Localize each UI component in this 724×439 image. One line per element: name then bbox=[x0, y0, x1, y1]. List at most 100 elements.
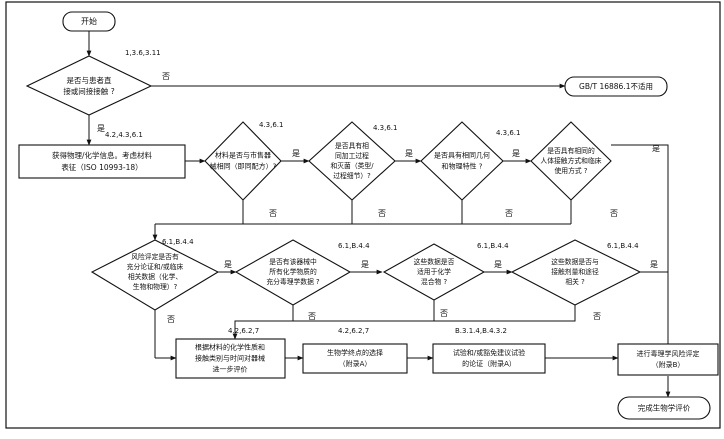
node-line-start-0: 开始 bbox=[81, 16, 97, 26]
ref-r1: 1,3.6,3.11 bbox=[125, 49, 161, 57]
node-line-b4-1: （附录B） bbox=[652, 360, 685, 369]
node-line-d8-2: 混合物 ? bbox=[421, 277, 448, 286]
node-text-end: 完成生物学评价 bbox=[638, 403, 691, 413]
label-yes-7: 是 bbox=[361, 260, 369, 269]
node-line-b1-0: 根据材料的化学性质和 bbox=[195, 343, 265, 352]
node-text-b2: 生物学终点的选择 （附录A） bbox=[327, 348, 383, 368]
ref-r11: 4.2,6.2,7 bbox=[338, 327, 369, 335]
node-line-d8-1: 适用于化学 bbox=[417, 267, 451, 276]
node-text-d3: 是否具有相同加工过程和灭菌（类型/过程细节）? bbox=[330, 141, 374, 180]
ref-r5: 4.3,6.1 bbox=[496, 129, 521, 137]
ref-r12: B.3.1.4,B.4.3.2 bbox=[455, 327, 507, 335]
label-yes-3: 是 bbox=[405, 149, 413, 158]
node-line-b4-0: 进行毒理学风险评定 bbox=[637, 349, 700, 358]
label-no-7: 否 bbox=[308, 312, 316, 321]
node-text-info: 获得物理/化学信息。考虑材料表征（ISO 10993-18） bbox=[52, 150, 153, 172]
label-no-2: 否 bbox=[269, 209, 277, 218]
node-line-end-0: 完成生物学评价 bbox=[638, 403, 691, 413]
ref-r4: 4.3,6.1 bbox=[373, 124, 398, 132]
node-line-d7-2: 充分毒理学数据 ? bbox=[266, 277, 320, 286]
label-no-4: 否 bbox=[505, 209, 513, 218]
further-evaluation-box bbox=[175, 338, 286, 379]
node-line-d6-3: 生物和物理）? bbox=[133, 282, 178, 291]
node-line-d5-2: 使用方式 ? bbox=[555, 166, 588, 175]
node-line-info-1: 表征（ISO 10993-18） bbox=[61, 162, 142, 172]
node-line-b1-2: 进一步评价 bbox=[213, 366, 248, 374]
label-yes-1: 是 bbox=[97, 124, 105, 133]
node-line-d3-2: 和灭菌（类型/ bbox=[330, 161, 374, 170]
outer-frame bbox=[5, 1, 721, 429]
label-yes-4: 是 bbox=[512, 149, 520, 158]
node-text-b3: 试验和/或豁免建议试验的论证（附录A） bbox=[453, 348, 525, 368]
decision-same-geometry bbox=[420, 121, 504, 201]
start-terminal bbox=[62, 11, 116, 32]
node-text-b1: 根据材料的化学性质和接触类别与时间对器械进一步评价 bbox=[195, 343, 265, 374]
ref-r10: 4.2,6.2,7 bbox=[228, 327, 259, 335]
node-line-d2-0: 材料是否与市售器 bbox=[215, 151, 271, 160]
node-text-d8: 这些数据是否适用于化学混合物 ? bbox=[414, 257, 455, 286]
node-text-d4: 是否具有相同几何和物理特性 ? bbox=[434, 151, 490, 171]
label-no-3: 否 bbox=[378, 209, 386, 218]
decision-same-contact bbox=[530, 121, 612, 201]
label-no-8: 否 bbox=[440, 309, 448, 318]
node-line-d4-0: 是否具有相同几何 bbox=[434, 151, 490, 160]
gbt-not-applicable-box bbox=[564, 76, 668, 97]
node-text-d1: 是否与患者直接或间接接触 ? bbox=[63, 75, 114, 96]
node-text-d5: 是否具有相同的人体接触方式和临床使用方式 ? bbox=[540, 146, 601, 175]
node-line-d7-0: 是否有该器械中 bbox=[269, 257, 317, 266]
label-no-5: 否 bbox=[610, 209, 618, 218]
node-line-d5-0: 是否具有相同的 bbox=[547, 146, 595, 155]
node-text-d7: 是否有该器械中所有化学物质的充分毒理学数据 ? bbox=[266, 257, 320, 286]
ref-r7: 6.1,B.4.4 bbox=[338, 242, 370, 250]
node-line-info-0: 获得物理/化学信息。考虑材料 bbox=[52, 150, 153, 160]
branch-labels: 否 是 是 是 是 是 否 否 否 否 是 是 是 是 否 否 否 否 bbox=[97, 72, 660, 324]
label-no-6: 否 bbox=[167, 315, 175, 324]
decision-dose-route bbox=[510, 239, 642, 306]
label-no-1: 否 bbox=[162, 72, 170, 81]
node-text-b4: 进行毒理学风险评定 （附录B） bbox=[637, 349, 700, 369]
toxicological-risk-box bbox=[617, 343, 719, 376]
node-line-d2-1: 械相同（即同配方）? bbox=[210, 162, 277, 171]
node-line-d1-0: 是否与患者直 bbox=[67, 75, 112, 85]
node-line-d9-0: 这些数据是否与 bbox=[551, 257, 599, 266]
node-line-d3-1: 同加工过程 bbox=[335, 151, 369, 160]
label-yes-9: 是 bbox=[650, 260, 658, 269]
node-text-d2: 材料是否与市售器械相同（即同配方）? bbox=[210, 151, 277, 171]
decision-patient-contact bbox=[25, 55, 153, 116]
decision-toxicology-data bbox=[234, 239, 352, 306]
clause-references: 1,3.6,3.11 4.2,4.3,6.1 4.3,6.1 4.3,6.1 4… bbox=[105, 49, 639, 335]
node-line-d1-1: 接或间接接触 ? bbox=[63, 86, 114, 96]
node-text-d9: 这些数据是否与接触剂量和途径相关 ? bbox=[551, 257, 599, 286]
node-line-b1-1: 接触类别与时间对器械 bbox=[195, 354, 265, 363]
node-line-gbt-0: GB/T 16886.1不适用 bbox=[579, 81, 653, 91]
node-line-d3-0: 是否具有相 bbox=[335, 141, 369, 150]
endpoint-selection-box bbox=[302, 343, 408, 374]
ref-r8: 6.1,B.4.4 bbox=[477, 242, 509, 250]
node-line-d6-0: 风险评定是否有 bbox=[131, 252, 179, 261]
node-line-b2-1: （附录A） bbox=[339, 359, 372, 368]
ref-r6: 6.1,B.4.4 bbox=[162, 238, 194, 246]
decision-same-material bbox=[204, 121, 282, 201]
material-info-box bbox=[18, 144, 186, 179]
node-line-d9-2: 相关 ? bbox=[565, 277, 585, 286]
node-text-d6: 风险评定是否有充分论证和/或临床相关数据（化学、生物和物理）? bbox=[127, 252, 184, 291]
decision-mixture bbox=[382, 243, 486, 301]
label-no-9: 否 bbox=[593, 312, 601, 321]
node-line-d4-1: 和物理特性 ? bbox=[442, 162, 483, 171]
ref-r9: 6.1,B.4.4 bbox=[607, 242, 639, 250]
node-line-b3-1: 的论证（附录A） bbox=[462, 359, 516, 368]
complete-evaluation-terminal bbox=[617, 396, 711, 420]
node-line-b2-0: 生物学终点的选择 bbox=[327, 348, 383, 357]
label-yes-2: 是 bbox=[292, 149, 300, 158]
node-line-d8-0: 这些数据是否 bbox=[414, 257, 455, 266]
node-line-b3-0: 试验和/或豁免建议试验 bbox=[453, 348, 525, 357]
node-line-d6-2: 相关数据（化学、 bbox=[128, 272, 182, 281]
node-text-start: 开始 bbox=[81, 16, 97, 26]
connectors bbox=[86, 31, 671, 398]
node-line-d5-1: 人体接触方式和临床 bbox=[540, 156, 601, 165]
label-yes-6: 是 bbox=[224, 260, 232, 269]
decision-risk-assessment bbox=[90, 239, 220, 311]
node-line-d9-1: 接触剂量和途径 bbox=[551, 267, 599, 276]
